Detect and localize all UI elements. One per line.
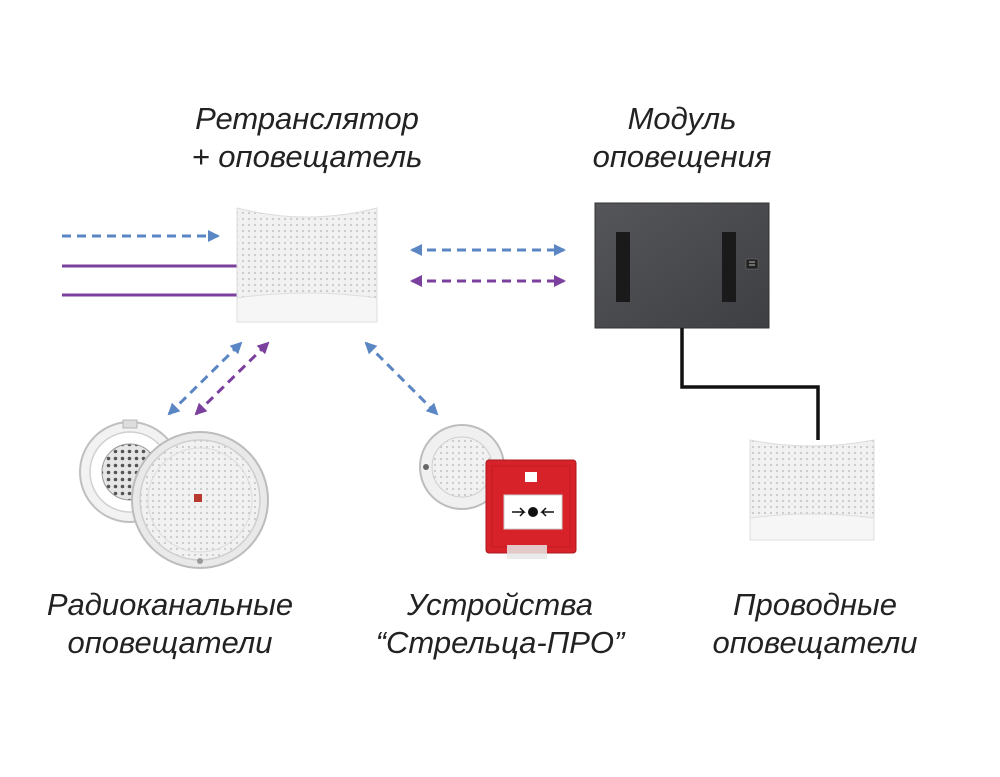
repeater-device [236,207,378,323]
repeater-radio-purple-arrow [194,341,270,416]
notification-module-device [594,202,770,329]
wired-sounder-device [749,439,875,541]
label-wired-sounders: Проводные оповещатели [712,587,918,660]
module-cable [680,328,820,440]
label-strelets-devices: Устройства “Стрельца-ПРО” [375,587,625,660]
repeater-strelets-arrow [364,341,439,416]
label-module: Модуль оповещения [592,101,772,174]
radio-sounders-device [79,419,269,569]
label-radio-sounders: Радиоканальные оповещатели [46,587,294,660]
strelets-devices [419,424,577,559]
label-repeater: Ретранслятор + оповещатель [191,101,423,174]
